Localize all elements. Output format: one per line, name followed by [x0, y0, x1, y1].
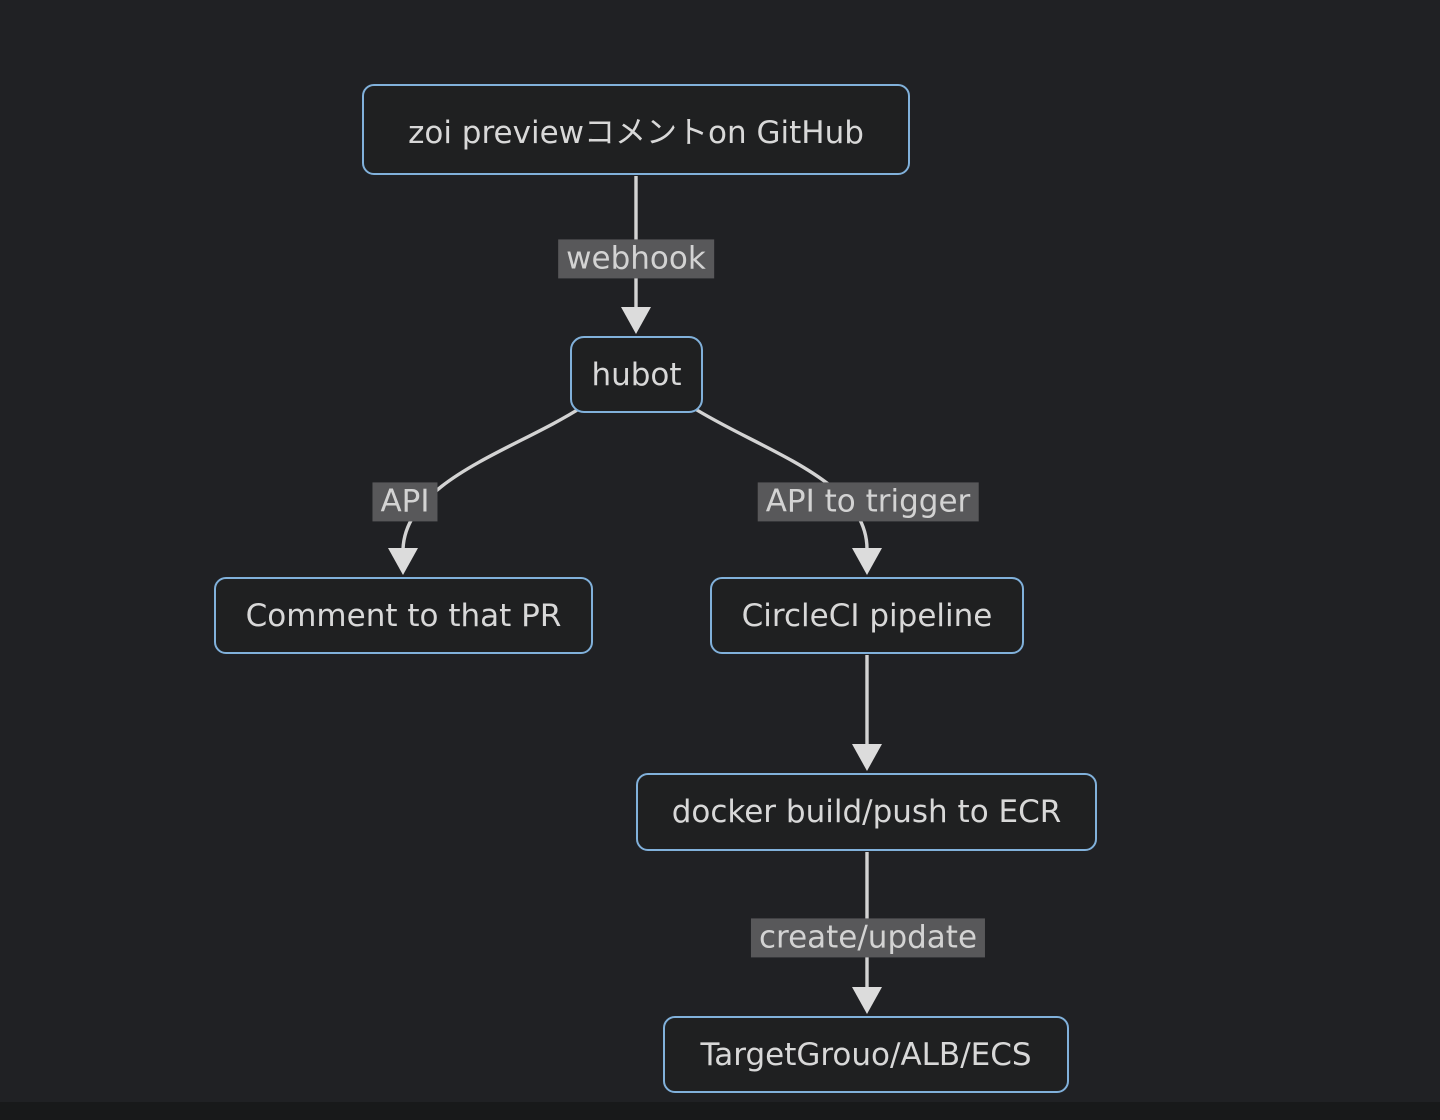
edge-label-create-update: create/update: [750, 918, 986, 958]
arrowhead-hubot-comment: [388, 548, 418, 575]
node-hubot: hubot: [570, 336, 703, 413]
node-docker-ecr: docker build/push to ECR: [636, 773, 1097, 851]
edge-label-webhook: webhook: [558, 239, 714, 279]
arrowhead-github-hubot: [621, 307, 651, 334]
node-comment-pr: Comment to that PR: [214, 577, 593, 654]
arrowhead-hubot-circleci: [852, 548, 882, 575]
edge-hubot-circleci: [691, 405, 869, 550]
node-target-group: TargetGrouo/ALB/ECS: [663, 1016, 1069, 1093]
edge-label-api-to-trigger: API to trigger: [757, 482, 979, 522]
bottom-edge-shadow: [0, 1102, 1440, 1120]
edge-label-api: API: [372, 482, 438, 522]
edge-hubot-comment: [401, 405, 583, 550]
node-circleci: CircleCI pipeline: [710, 577, 1024, 654]
arrowhead-docker-target: [852, 987, 882, 1014]
arrowhead-circleci-docker: [852, 744, 882, 771]
node-github: zoi previewコメントon GitHub: [362, 84, 910, 175]
